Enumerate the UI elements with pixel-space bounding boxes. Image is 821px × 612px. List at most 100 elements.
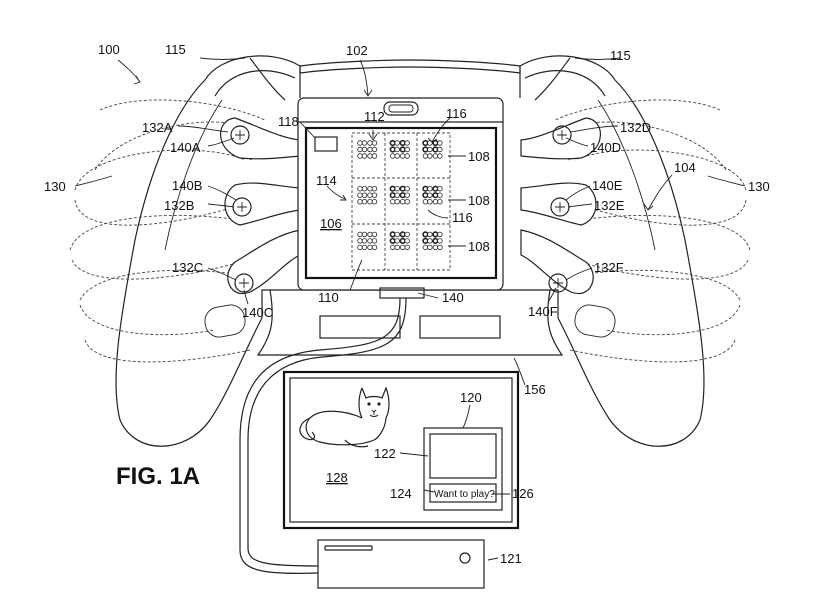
braille-pin	[367, 198, 373, 205]
braille-pin	[361, 238, 368, 244]
label-112: 112	[364, 109, 385, 124]
label-140e: 140E	[592, 178, 623, 193]
braille-pin	[389, 237, 396, 244]
braille-pin	[437, 146, 443, 153]
braille-pin	[437, 185, 443, 192]
cable	[239, 297, 407, 574]
braille-pin	[367, 140, 373, 146]
braille-pin	[432, 244, 439, 251]
braille-pin	[422, 231, 429, 238]
label-132f: 132F	[594, 260, 624, 275]
game-controller	[115, 55, 705, 447]
label-140f: 140F	[528, 304, 558, 319]
braille-pin	[437, 192, 443, 198]
braille-pin	[371, 198, 378, 205]
display-monitor	[282, 370, 520, 530]
braille-pin	[367, 231, 373, 238]
braille-pin	[394, 244, 400, 251]
label-140: 140	[442, 290, 464, 305]
braille-pin	[427, 153, 433, 159]
braille-pin	[394, 231, 400, 238]
braille-pin	[389, 231, 396, 238]
braille-pin	[437, 198, 443, 205]
label-126: 126	[512, 486, 534, 501]
right-hand-outline	[554, 99, 751, 363]
braille-pin	[394, 185, 400, 192]
label-140a: 140A	[170, 140, 201, 155]
braille-pin	[422, 185, 429, 192]
braille-pin	[357, 198, 363, 205]
label-118: 118	[278, 114, 299, 129]
braille-pin	[399, 139, 406, 147]
braille-pin	[367, 238, 373, 244]
braille-pin	[427, 231, 433, 238]
braille-pin	[404, 185, 410, 192]
braille-pin	[404, 231, 410, 238]
braille-pin	[399, 185, 406, 192]
label-132c: 132C	[172, 260, 203, 275]
braille-pin	[427, 185, 433, 192]
braille-pin	[432, 237, 439, 244]
figure-title: FIG. 1A	[116, 463, 200, 490]
braille-pin	[371, 153, 378, 159]
braille-pin	[427, 198, 433, 205]
label-132a: 132A	[142, 120, 173, 135]
braille-pin	[432, 192, 439, 199]
braille-pin	[437, 153, 443, 159]
label-130-right: 130	[748, 179, 770, 194]
label-108-mid: 108	[468, 193, 490, 208]
screen-message: Want to play?	[434, 489, 495, 500]
braille-pin	[432, 231, 439, 238]
game-console	[317, 539, 485, 589]
braille-pin	[422, 153, 429, 159]
braille-pin	[371, 185, 378, 192]
label-108-top: 108	[468, 149, 490, 164]
label-114: 114	[316, 173, 337, 188]
braille-pin	[427, 146, 433, 153]
braille-pin	[390, 244, 396, 251]
label-140b: 140B	[172, 178, 202, 193]
braille-pin	[394, 153, 400, 159]
braille-pin	[432, 198, 439, 205]
label-116-mid: 116	[452, 210, 473, 225]
braille-pin	[399, 192, 406, 199]
braille-pin	[357, 146, 363, 153]
label-128: 128	[326, 470, 348, 485]
braille-pin	[400, 153, 406, 159]
braille-pin	[367, 153, 373, 159]
braille-pin	[422, 139, 429, 147]
label-140d: 140D	[590, 140, 621, 155]
braille-pin	[427, 238, 433, 244]
tactile-display-device	[297, 97, 504, 299]
braille-pin	[361, 146, 368, 153]
braille-pin	[422, 192, 429, 199]
braille-pin	[357, 185, 363, 192]
label-132e: 132E	[594, 198, 625, 213]
braille-pin	[432, 146, 439, 153]
braille-pin	[404, 146, 410, 153]
braille-pin	[367, 192, 373, 198]
label-124: 124	[390, 486, 412, 501]
braille-pin	[357, 231, 363, 238]
braille-pin	[390, 153, 396, 159]
braille-pin	[389, 139, 396, 147]
label-132b: 132B	[164, 198, 194, 213]
braille-pin	[361, 192, 368, 198]
braille-pin	[437, 140, 443, 146]
braille-pin	[367, 244, 373, 251]
braille-pin	[371, 231, 378, 238]
label-132d: 132D	[620, 120, 651, 135]
braille-pin	[400, 198, 406, 205]
braille-pin	[422, 237, 429, 244]
braille-pin	[389, 192, 396, 199]
braille-pin	[357, 192, 363, 198]
label-121: 121	[500, 551, 522, 566]
braille-pin	[390, 198, 396, 205]
braille-pin	[427, 244, 433, 251]
label-100: 100	[98, 42, 120, 57]
braille-pin	[437, 244, 443, 251]
braille-pin	[404, 244, 410, 251]
braille-pin	[432, 185, 439, 192]
braille-pin	[389, 185, 396, 192]
